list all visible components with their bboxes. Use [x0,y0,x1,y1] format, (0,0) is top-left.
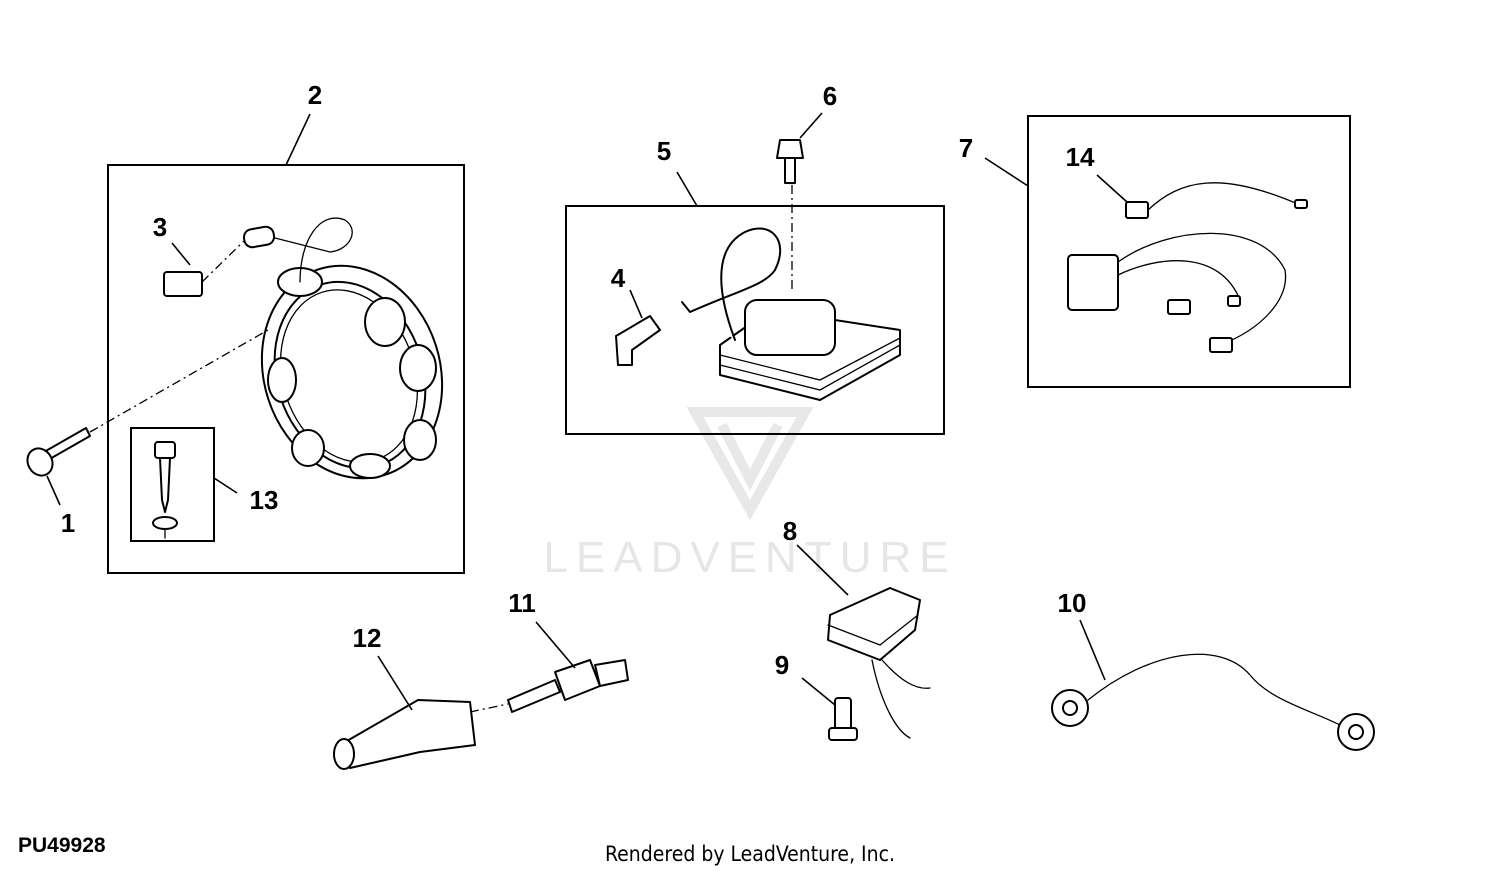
callout-3: 3 [153,212,167,242]
figure-id: PU49928 [18,834,106,857]
watermark: LEADVENTURE [543,407,956,582]
callout-10: 10 [1058,588,1087,618]
group-box-13 [130,427,215,542]
callout-11: 11 [508,588,536,618]
callout-12: 12 [353,623,382,653]
bolt-part-6 [776,139,804,292]
callout-9: 9 [775,650,789,680]
spark-boot-part-4 [615,315,661,366]
connector-part-3 [163,271,203,297]
group-box-7 [1027,115,1351,388]
watermark-logo-icon [686,407,814,521]
ignition-module-part-5 [681,227,901,401]
stator-part [242,217,444,480]
bolt-part-1 [26,329,269,477]
render-credit: Rendered by LeadVenture, Inc. [605,842,895,866]
callout-13: 13 [250,485,279,515]
callout-6: 6 [823,81,837,111]
screw-part-9 [828,697,858,741]
callout-4: 4 [611,263,626,293]
callouts: 1 2 3 4 5 6 7 8 9 10 11 12 13 14 [61,80,1095,680]
wiring-harness-part-7 [1067,182,1308,353]
callout-8: 8 [783,516,797,546]
tube-part-12 [333,699,476,770]
leader-lines [46,112,1128,711]
callout-5: 5 [657,136,671,166]
screw-washer-part-13 [152,441,178,539]
watermark-text: LEADVENTURE [543,533,956,582]
spark-plug-part-11 [469,659,629,713]
ground-wire-part-10 [1051,653,1375,751]
electronic-module-part-8 [827,587,931,739]
group-box-5 [565,205,945,435]
callout-7: 7 [959,133,973,163]
callout-14: 14 [1066,142,1095,172]
callout-1: 1 [61,508,75,538]
callout-2: 2 [308,80,322,110]
